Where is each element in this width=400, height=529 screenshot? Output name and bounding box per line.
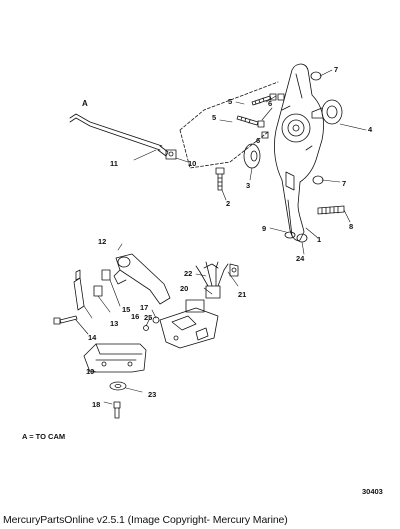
mounting-bracket — [83, 343, 147, 373]
callout-5-upper: 5 — [228, 97, 232, 106]
callout-1: 1 — [317, 235, 321, 244]
throttle-disk — [243, 143, 261, 169]
leader-lines — [75, 69, 367, 405]
screw-5-upper — [251, 93, 277, 106]
screw-18 — [113, 401, 121, 419]
callout-7-upper: 7 — [334, 65, 338, 74]
callout-6-upper: 6 — [268, 99, 272, 108]
callout-17: 17 — [140, 303, 148, 312]
rod-end — [165, 149, 177, 160]
callout-25: 25 — [144, 313, 152, 322]
callout-11: 11 — [110, 159, 118, 168]
cam-follower-roller — [311, 99, 343, 125]
spacer-upper — [310, 71, 322, 81]
retaining-ring — [152, 316, 160, 324]
switch-with-wires — [195, 261, 229, 299]
detail-letter-a: A — [82, 99, 88, 108]
washer-23 — [109, 381, 127, 391]
callout-7-lower: 7 — [342, 179, 346, 188]
callout-8: 8 — [349, 222, 353, 231]
callout-19: 19 — [86, 367, 94, 376]
callout-18: 18 — [92, 400, 100, 409]
cam-legend: A = TO CAM — [22, 432, 66, 441]
callout-20: 20 — [180, 284, 188, 293]
spacer-lower — [312, 175, 324, 185]
callout-21: 21 — [238, 290, 246, 299]
screw — [53, 315, 78, 325]
callout-6-lower: 6 — [256, 136, 260, 145]
throttle-lever — [113, 253, 171, 305]
callout-9: 9 — [262, 224, 266, 233]
callout-14: 14 — [88, 333, 97, 342]
callout-10: 10 — [188, 159, 196, 168]
wire-clip — [229, 263, 239, 277]
stud — [317, 205, 345, 215]
callout-5-lower: 5 — [212, 113, 216, 122]
bushing-16 — [93, 285, 103, 297]
callout-15: 15 — [122, 305, 130, 314]
screw-5-lower — [236, 115, 265, 128]
callout-13: 13 — [110, 319, 118, 328]
callout-12: 12 — [98, 237, 106, 246]
pin — [73, 269, 85, 311]
callout-24: 24 — [296, 254, 305, 263]
nut-lower — [261, 131, 269, 139]
bushing — [101, 269, 111, 281]
callout-2: 2 — [226, 199, 230, 208]
callout-16: 16 — [131, 312, 139, 321]
nut-upper — [277, 93, 285, 101]
bolt — [215, 167, 225, 191]
copyright-caption: MercuryPartsOnline v2.5.1 (Image Copyrig… — [3, 514, 288, 526]
callout-22: 22 — [184, 269, 192, 278]
callout-3: 3 — [246, 181, 250, 190]
link-rod — [69, 113, 169, 157]
detail-outline — [179, 81, 279, 169]
switch-bracket — [159, 299, 219, 349]
washer — [284, 231, 296, 239]
callout-4: 4 — [368, 125, 373, 134]
drawing-number: 30403 — [362, 487, 383, 496]
callout-23: 23 — [148, 390, 156, 399]
callout-numbers: 7 6 6 5 5 4 3 2 7 8 9 24 1 10 11 A 12 22… — [82, 65, 373, 409]
throttle-arm-bracket — [274, 63, 324, 241]
